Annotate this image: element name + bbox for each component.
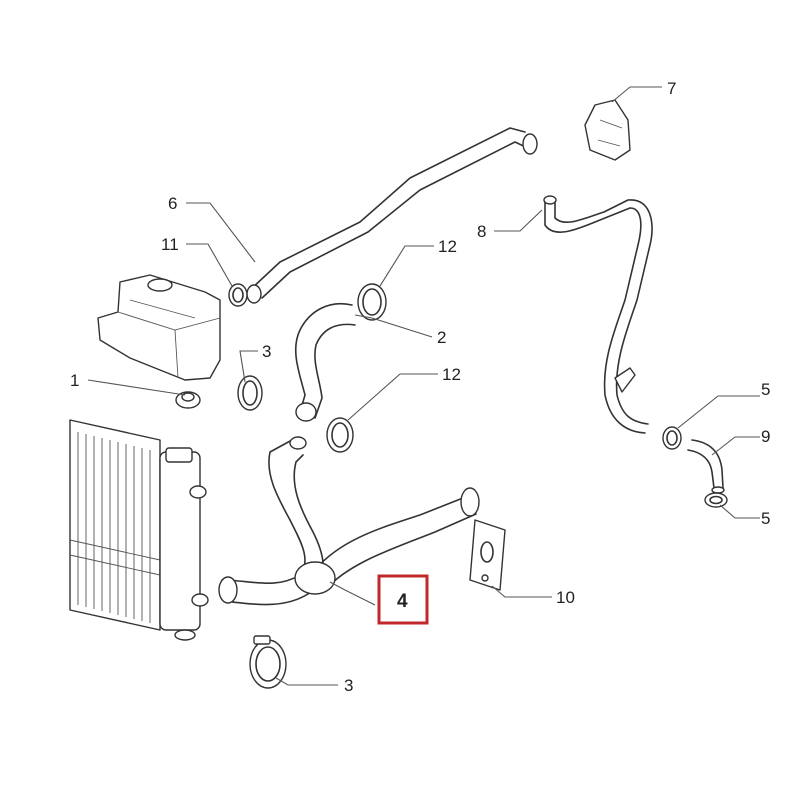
part-7-clip xyxy=(584,99,631,161)
part-9-elbow xyxy=(687,439,725,494)
callout-6: 6 xyxy=(168,194,177,213)
part-5-clamp-upper xyxy=(662,426,682,450)
leader-lines xyxy=(87,86,760,686)
callout-4: 4 xyxy=(397,591,408,612)
part-12-clamp-upper xyxy=(357,283,387,321)
part-12-clamp-lower xyxy=(326,417,354,453)
callout-9: 9 xyxy=(761,427,770,446)
part-6-upper-hose xyxy=(246,127,538,304)
part-5-clamp-lower xyxy=(704,492,728,508)
callout-12-lower: 12 xyxy=(442,365,461,384)
callout-1: 1 xyxy=(70,371,79,390)
callout-3-upper: 3 xyxy=(262,342,271,361)
callout-5-lower: 5 xyxy=(761,509,770,528)
callout-11: 11 xyxy=(161,235,179,254)
callout-12-upper: 12 xyxy=(438,237,457,256)
part-1-connector xyxy=(175,391,201,409)
expansion-tank xyxy=(97,274,221,381)
part-2-hose xyxy=(294,303,356,422)
callout-2: 2 xyxy=(437,328,446,347)
callout-8: 8 xyxy=(477,222,486,241)
part-11-clamp xyxy=(228,283,248,307)
callout-3-lower: 3 xyxy=(344,676,353,695)
callout-10: 10 xyxy=(556,588,575,607)
highlight-box-part-4 xyxy=(377,574,429,625)
callout-5-upper: 5 xyxy=(761,380,770,399)
part-4-lower-y-hose xyxy=(218,436,480,606)
callout-7: 7 xyxy=(667,79,676,98)
part-10-bracket xyxy=(469,519,506,591)
radiator xyxy=(69,419,209,641)
part-3-clamp-lower xyxy=(249,635,287,689)
part-3-clamp-upper xyxy=(237,375,263,411)
part-8-heater-pipe xyxy=(543,195,653,434)
